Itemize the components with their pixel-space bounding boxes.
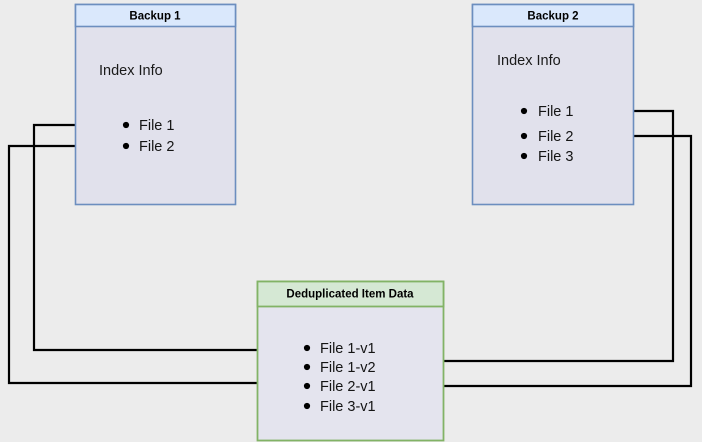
backup1-title: Backup 1: [129, 11, 181, 23]
backup2-bullet-0: [520, 107, 528, 115]
backup2-title: Backup 2: [527, 11, 578, 23]
dedup-bullet-0: [303, 344, 311, 352]
backup2-bullet-1: [520, 132, 528, 140]
dedup-title: Deduplicated Item Data: [286, 289, 414, 301]
dedup-item-3: File 3-v1: [320, 399, 376, 415]
dedup-bullet-1: [303, 363, 311, 371]
backup1-section-label: Index Info: [99, 63, 163, 79]
backup2-bullet-2: [520, 152, 528, 160]
dedup-bullet-2: [303, 382, 311, 390]
backup2-box[interactable]: Backup 2 Index Info File 1 File 2 File 3: [471, 3, 635, 206]
connector-backup2-file2: [390, 134, 693, 394]
backup1-item-0: File 1: [139, 118, 174, 134]
dedup-item-2: File 2-v1: [320, 379, 376, 395]
backup2-item-0: File 1: [538, 104, 573, 120]
dedup-header: [256, 280, 445, 308]
backup1-bullet-0: [122, 121, 130, 129]
dedup-bullet-3: [303, 402, 311, 410]
backup1-item-1: File 2: [139, 139, 174, 155]
dedup-item-1: File 1-v2: [320, 360, 376, 376]
connector-backup1-file2: [7, 144, 294, 391]
dedup-box[interactable]: Deduplicated Item Data File 1-v1 File 1-…: [256, 280, 445, 442]
backup2-header: [471, 3, 635, 28]
dedup-item-0: File 1-v1: [320, 341, 376, 357]
backup1-box[interactable]: Backup 1 Index Info File 1 File 2: [74, 3, 237, 206]
dedup-body: [256, 280, 445, 442]
backup2-body: [471, 3, 635, 206]
backup1-header: [74, 3, 237, 28]
backup1-bullet-1: [122, 142, 130, 150]
backup2-item-1: File 2: [538, 129, 573, 145]
backup2-section-label: Index Info: [497, 53, 561, 69]
backup2-item-2: File 3: [538, 149, 573, 165]
backup1-body: [74, 3, 237, 206]
